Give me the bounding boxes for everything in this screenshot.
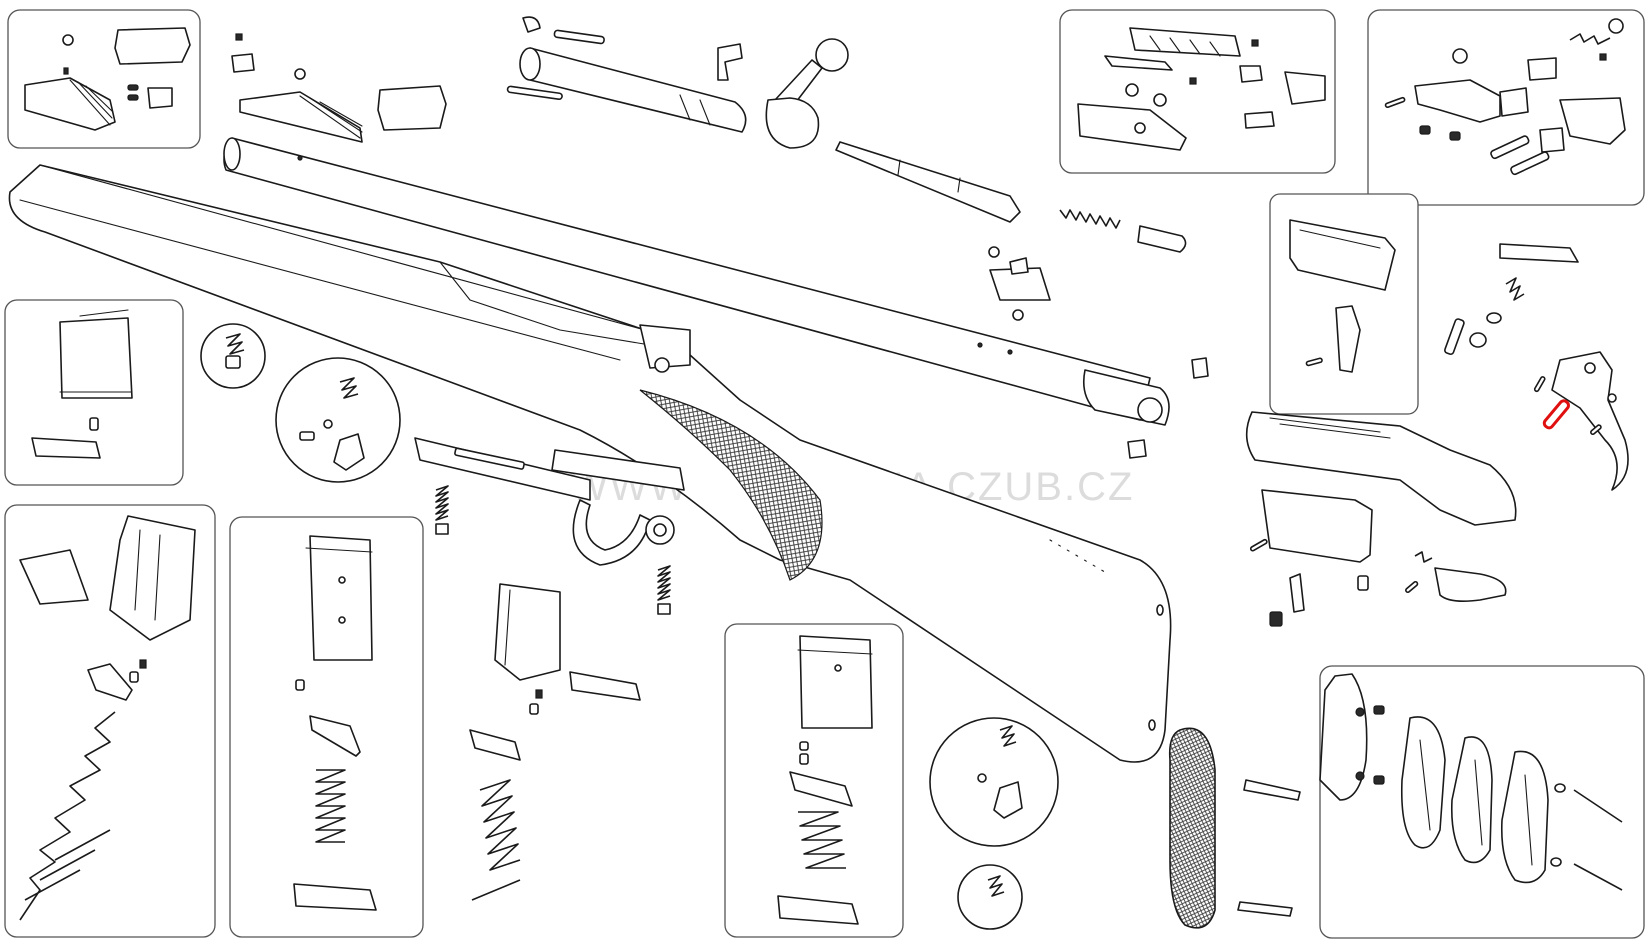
front-sight-assembly — [231, 33, 447, 143]
sight-blade — [147, 87, 173, 109]
trigger-housing — [1245, 243, 1629, 627]
sight-screw — [62, 34, 74, 46]
magazine-center — [469, 583, 641, 901]
frame-mount-b — [1367, 9, 1645, 206]
frame-magazine-large — [4, 504, 216, 938]
red-highlighted-pin — [1542, 399, 1570, 430]
frame-recoil-pads — [1319, 665, 1645, 939]
frame-front-sight — [7, 9, 201, 149]
bolt-parts — [506, 16, 1187, 253]
grip-checkering — [639, 389, 823, 581]
sight-hood — [114, 27, 191, 65]
barrel — [223, 137, 1170, 426]
front-sight-base — [24, 77, 116, 131]
frame-mag-well-small — [4, 299, 184, 486]
frame-magwell — [1269, 193, 1419, 415]
stock — [8, 164, 1172, 763]
frame-magazine-medium — [229, 516, 424, 938]
frame-mount-a — [1059, 9, 1336, 174]
frame-magazine-small — [724, 623, 904, 938]
detail-circles — [200, 323, 1059, 930]
trigger-guard — [414, 437, 685, 615]
buttplate — [1168, 727, 1301, 929]
rear-sight — [988, 246, 1209, 459]
